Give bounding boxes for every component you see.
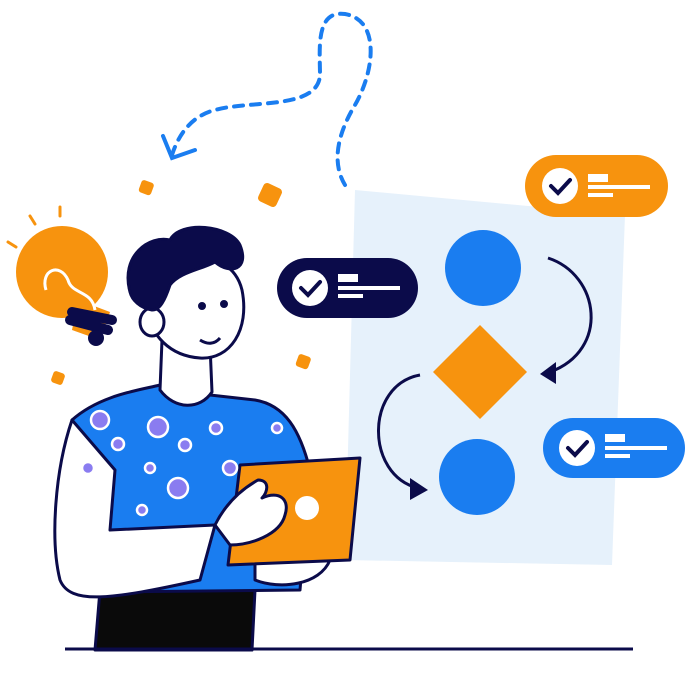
checkmark-icon [549, 178, 572, 196]
hair [126, 225, 245, 312]
arrowhead-icon [410, 478, 428, 500]
checkmark-icon [299, 280, 322, 298]
checkmark-icon [566, 440, 589, 458]
flow-decision-node [433, 325, 527, 419]
ear [138, 306, 166, 338]
flow-arrow [547, 256, 593, 374]
flowchart-icon [377, 230, 593, 515]
orange-task-badge [525, 155, 668, 217]
blue-task-badge [543, 418, 685, 478]
left-arm [53, 418, 217, 599]
hand [213, 478, 288, 547]
flow-arrow [377, 373, 421, 490]
flow-start-node [445, 230, 521, 306]
flow-end-node [439, 439, 515, 515]
navy-task-badge [277, 258, 418, 318]
shirt-pattern [80, 409, 284, 517]
confetti [51, 180, 311, 385]
pants [93, 588, 257, 652]
arrowhead-icon [540, 362, 556, 384]
dashed-arrow-icon [161, 11, 373, 187]
lightbulb-icon [6, 205, 117, 346]
person [53, 225, 362, 652]
